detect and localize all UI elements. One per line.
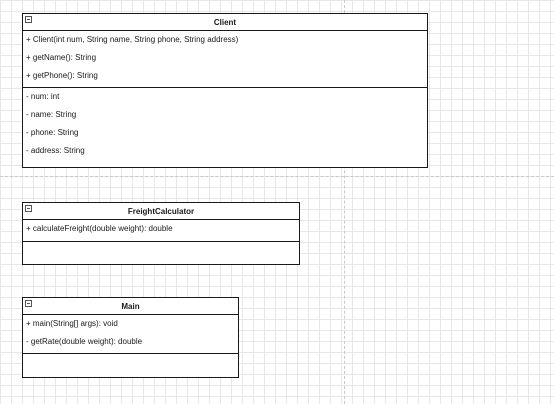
page-break-guide <box>344 0 345 404</box>
operation-item[interactable]: - getRate(double weight): double <box>26 337 143 346</box>
operation-item[interactable]: + Client(int num, String name, String ph… <box>26 35 239 44</box>
class-name: Client <box>213 18 237 27</box>
class-name: FreightCalculator <box>127 207 195 216</box>
attribute-item[interactable]: - num: int <box>26 92 60 101</box>
attribute-item[interactable]: - address: String <box>26 146 85 155</box>
class-client[interactable]: Client + Client(int num, String name, St… <box>22 13 428 168</box>
attribute-item[interactable]: - phone: String <box>26 128 79 137</box>
page-break-guide <box>0 176 554 177</box>
operations-compartment[interactable]: + Client(int num, String name, String ph… <box>23 31 427 87</box>
operation-item[interactable]: + getPhone(): String <box>26 71 98 80</box>
class-header[interactable]: FreightCalculator <box>23 203 299 220</box>
operations-compartment[interactable]: + main(String[] args): void - getRate(do… <box>23 315 238 353</box>
collapse-icon[interactable] <box>25 300 32 307</box>
collapse-icon[interactable] <box>25 16 32 23</box>
attributes-compartment[interactable]: - num: int - name: String - phone: Strin… <box>23 87 427 166</box>
operation-item[interactable]: + main(String[] args): void <box>26 319 118 328</box>
operations-compartment[interactable]: + calculateFreight(double weight): doubl… <box>23 220 299 241</box>
attribute-item[interactable]: - name: String <box>26 110 77 119</box>
class-freight-calculator[interactable]: FreightCalculator + calculateFreight(dou… <box>22 202 300 265</box>
attributes-compartment[interactable] <box>23 241 299 263</box>
operation-item[interactable]: + calculateFreight(double weight): doubl… <box>26 224 173 233</box>
collapse-icon[interactable] <box>25 205 32 212</box>
attributes-compartment[interactable] <box>23 353 238 375</box>
class-header[interactable]: Main <box>23 298 238 315</box>
class-main[interactable]: Main + main(String[] args): void - getRa… <box>22 297 239 378</box>
class-name: Main <box>121 302 140 311</box>
operation-item[interactable]: + getName(): String <box>26 53 97 62</box>
class-header[interactable]: Client <box>23 14 427 31</box>
